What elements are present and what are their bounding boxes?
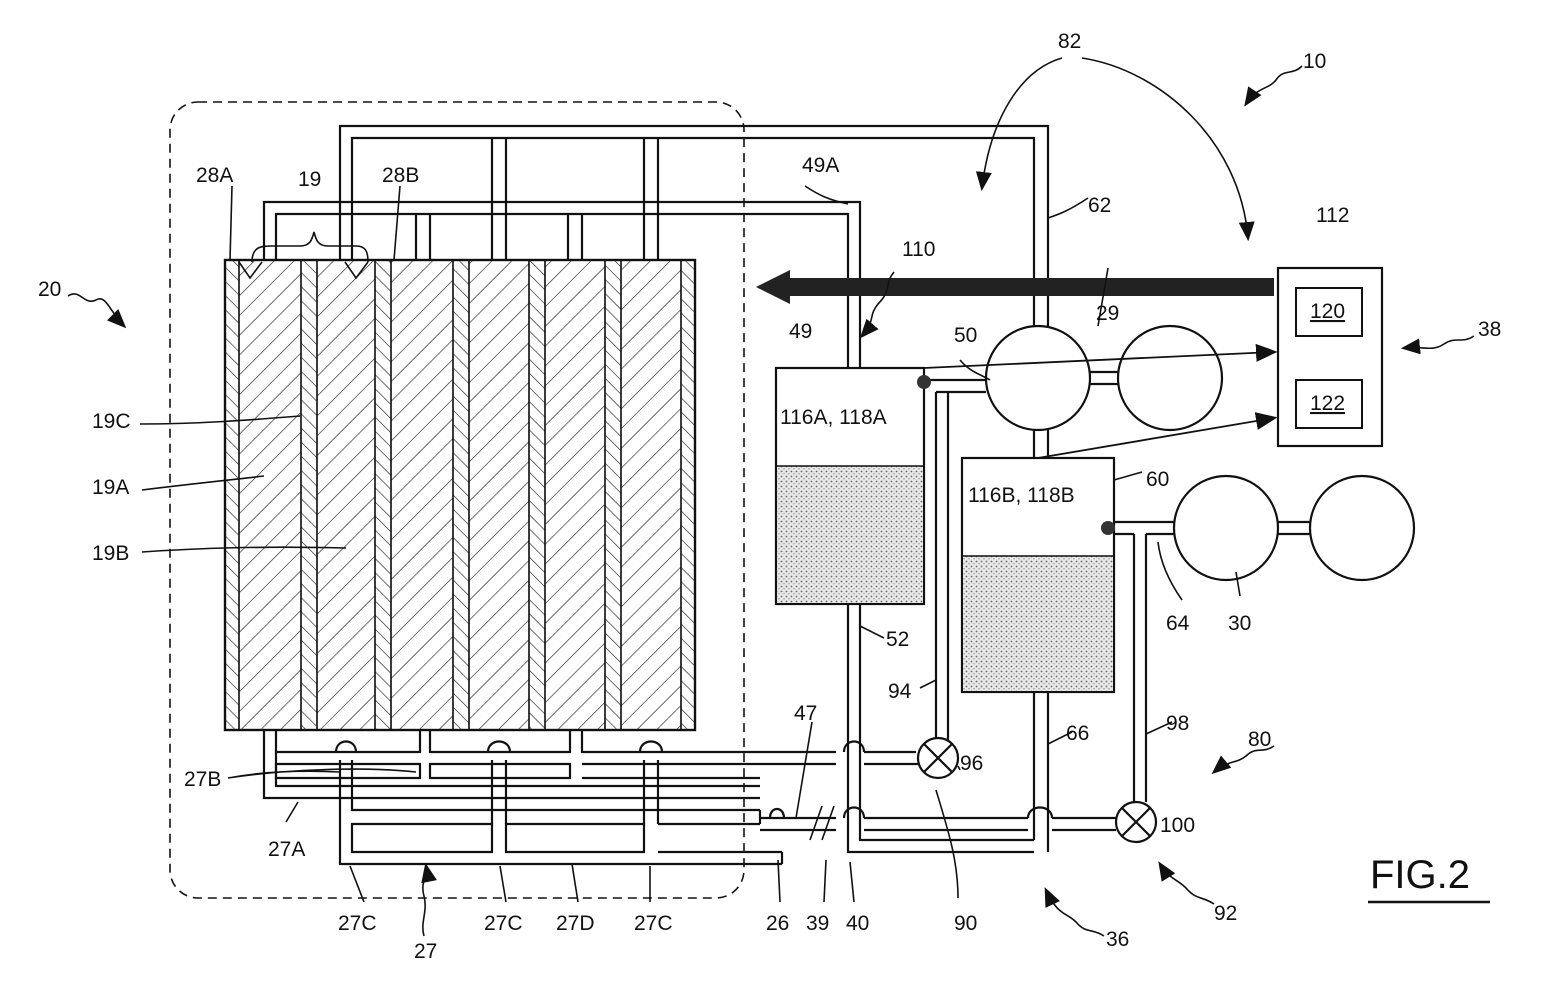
- valve-96: [918, 738, 958, 778]
- label-28A: 28A: [196, 164, 233, 187]
- label-120: 120: [1310, 300, 1345, 323]
- controller-112: [1278, 268, 1382, 446]
- label-19B: 19B: [92, 542, 129, 565]
- label-112: 112: [1316, 204, 1349, 227]
- label-26: 26: [766, 912, 789, 935]
- compressor-30a: [1174, 476, 1278, 580]
- label-64: 64: [1166, 612, 1190, 635]
- signal-arrow-110: [756, 270, 1274, 304]
- valve-100: [1116, 802, 1156, 842]
- label-90: 90: [954, 912, 977, 935]
- label-38: 38: [1478, 318, 1501, 341]
- label-27A: 27A: [268, 838, 305, 861]
- label-27C-1: 27C: [338, 912, 377, 935]
- label-20: 20: [38, 278, 61, 301]
- label-98: 98: [1166, 712, 1189, 735]
- label-82: 82: [1058, 30, 1081, 53]
- label-27D: 27D: [556, 912, 595, 935]
- label-27: 27: [414, 940, 437, 963]
- label-66: 66: [1066, 722, 1089, 745]
- label-50: 50: [954, 324, 977, 347]
- label-10: 10: [1303, 50, 1326, 73]
- label-29: 29: [1096, 302, 1119, 325]
- label-49: 49: [789, 320, 812, 343]
- compressor-30b: [1310, 476, 1414, 580]
- label-122: 122: [1310, 392, 1345, 415]
- fuel-cell-stack: [225, 260, 695, 730]
- label-40: 40: [846, 912, 869, 935]
- tank-49: [776, 368, 924, 604]
- label-27C-3: 27C: [634, 912, 673, 935]
- label-30: 30: [1228, 612, 1251, 635]
- label-60: 60: [1146, 468, 1169, 491]
- label-52: 52: [886, 628, 909, 651]
- label-94: 94: [888, 680, 912, 703]
- label-92: 92: [1214, 902, 1237, 925]
- label-36: 36: [1106, 928, 1129, 951]
- label-27C-2: 27C: [484, 912, 523, 935]
- label-19A: 19A: [92, 476, 129, 499]
- tank-49-label: 116A, 118A: [780, 406, 887, 429]
- label-19: 19: [298, 168, 321, 191]
- compressor-29b: [1118, 326, 1222, 430]
- sensor-dot-1: [917, 375, 931, 389]
- label-28B: 28B: [382, 164, 419, 187]
- figure-title: FIG.2: [1370, 853, 1470, 897]
- label-39: 39: [806, 912, 829, 935]
- compressor-29a: [986, 326, 1090, 430]
- label-80: 80: [1248, 728, 1271, 751]
- label-47: 47: [794, 702, 817, 725]
- label-19C: 19C: [92, 410, 131, 433]
- sensor-dot-2: [1101, 521, 1115, 535]
- lower-manifold: [264, 730, 836, 864]
- label-100: 100: [1160, 814, 1195, 837]
- tank-60-label: 116B, 118B: [968, 484, 1075, 507]
- label-96: 96: [960, 752, 983, 775]
- label-27B: 27B: [184, 768, 221, 791]
- label-110: 110: [902, 238, 935, 261]
- label-62: 62: [1088, 194, 1111, 217]
- label-49A: 49A: [802, 154, 839, 177]
